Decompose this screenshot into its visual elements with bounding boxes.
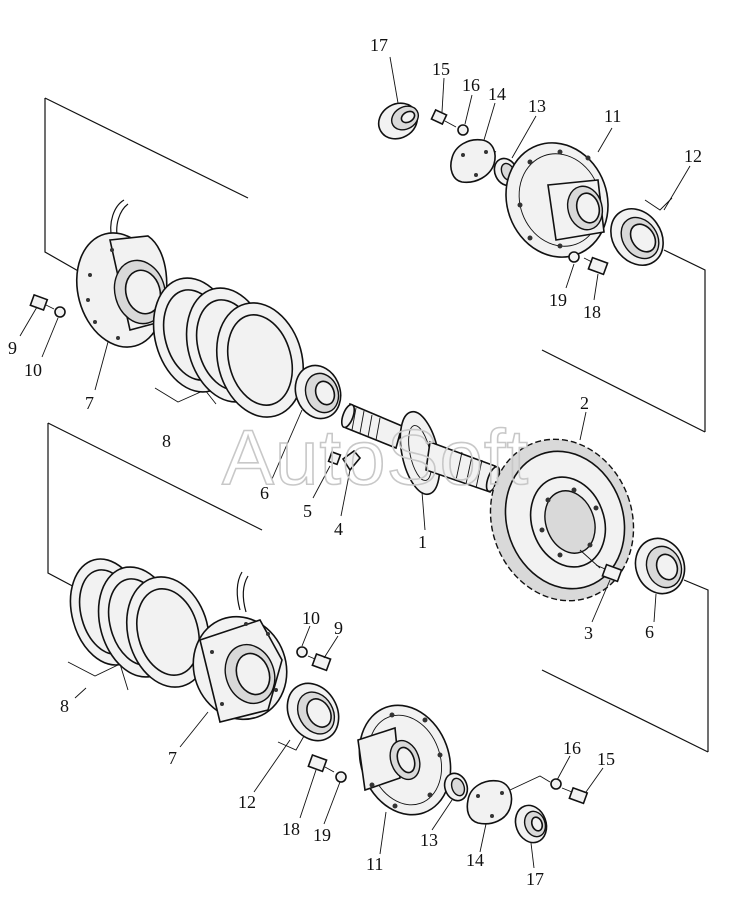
gasket-14-bottom xyxy=(466,779,513,825)
callouts: 1 2 3 4 5 6 6 7 7 8 8 9 9 10 10 11 11 12… xyxy=(8,35,702,889)
callout-1: 1 xyxy=(418,532,427,552)
callout-14: 14 xyxy=(488,84,506,104)
shaft-1 xyxy=(340,402,501,496)
callout-16: 16 xyxy=(462,75,480,95)
callout-13: 13 xyxy=(528,96,546,116)
bevel-gear-2 xyxy=(489,438,635,602)
bolt-9-left xyxy=(29,293,55,312)
callout-18: 18 xyxy=(282,819,300,839)
washer-16-bottom xyxy=(550,778,562,790)
housing-7-top xyxy=(75,199,168,348)
callout-5: 5 xyxy=(303,501,312,521)
gasket-14-top xyxy=(450,138,496,184)
callout-17: 17 xyxy=(370,35,388,55)
callout-9: 9 xyxy=(334,618,343,638)
callout-12: 12 xyxy=(238,792,256,812)
washer-10-left xyxy=(54,306,66,318)
bearing-6-right xyxy=(634,537,686,595)
callout-9: 9 xyxy=(8,338,17,358)
callout-4: 4 xyxy=(334,519,343,539)
callout-10: 10 xyxy=(24,360,42,380)
washer-16-top xyxy=(457,124,469,136)
washer-19-top xyxy=(568,251,580,263)
callout-13: 13 xyxy=(420,830,438,850)
callout-6: 6 xyxy=(645,622,654,642)
callout-16: 16 xyxy=(563,738,581,758)
leader-lines xyxy=(19,56,691,869)
bolt-9-bottom xyxy=(307,652,332,672)
bolt-3 xyxy=(595,563,623,583)
seal-ring-13-bottom xyxy=(443,772,469,802)
lock-plate-4 xyxy=(341,449,362,472)
callout-8: 8 xyxy=(162,431,171,451)
washer-19-bottom xyxy=(335,771,347,783)
friction-plates-8-top xyxy=(152,277,305,418)
cup-12-top xyxy=(610,208,664,266)
callout-2: 2 xyxy=(580,393,589,413)
callout-3: 3 xyxy=(584,623,593,643)
bolt-18-top xyxy=(583,256,609,276)
callout-11: 11 xyxy=(604,106,621,126)
bolt-18-bottom xyxy=(307,753,335,773)
flange-housing-11-bottom xyxy=(357,704,452,816)
cup-12-bottom xyxy=(286,682,340,742)
watermark: AutoSoft xyxy=(222,413,529,501)
callout-7: 7 xyxy=(85,393,94,413)
washer-10-bottom xyxy=(296,646,308,658)
housing-7-bottom xyxy=(192,571,288,723)
bolt-15-top xyxy=(430,108,457,128)
callout-14: 14 xyxy=(466,850,484,870)
callout-12: 12 xyxy=(684,146,702,166)
callout-11: 11 xyxy=(366,854,383,874)
callout-15: 15 xyxy=(597,749,615,769)
callout-17: 17 xyxy=(526,869,544,889)
callout-19: 19 xyxy=(549,290,567,310)
key-5 xyxy=(327,450,342,466)
flange-housing-11-top xyxy=(505,142,609,258)
callout-18: 18 xyxy=(583,302,601,322)
callout-15: 15 xyxy=(432,59,450,79)
callout-8: 8 xyxy=(60,696,69,716)
friction-plates-8-bottom xyxy=(69,558,211,688)
callout-6: 6 xyxy=(260,483,269,503)
bearing-17-top xyxy=(377,102,420,140)
bearing-6-top xyxy=(294,364,342,420)
callout-7: 7 xyxy=(168,748,177,768)
bolt-15-bottom xyxy=(561,786,589,805)
callout-19: 19 xyxy=(313,825,331,845)
callout-10: 10 xyxy=(302,608,320,628)
bearing-17-bottom xyxy=(514,804,548,844)
